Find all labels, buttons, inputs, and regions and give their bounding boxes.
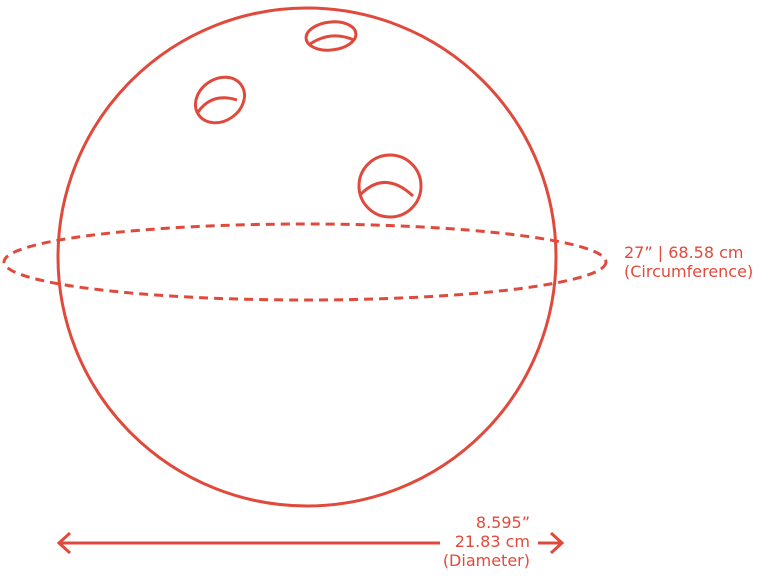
circumference-label: 27” | 68.58 cm (Circumference) <box>624 243 774 281</box>
circumference-caption: (Circumference) <box>624 262 754 281</box>
diameter-imperial: 8.595” <box>475 513 530 532</box>
thumb-hole <box>357 153 423 219</box>
finger-hole-top <box>304 20 358 52</box>
diameter-arrow <box>56 531 565 555</box>
circumference-ellipse <box>2 222 608 302</box>
diameter-metric: 21.83 cm <box>454 532 530 551</box>
circumference-value: 27” | 68.58 cm <box>624 243 744 262</box>
diameter-label: 8.595” 21.83 cm (Diameter) <box>430 513 530 570</box>
finger-hole-left <box>194 75 246 125</box>
diameter-caption: (Diameter) <box>442 551 530 570</box>
ball-outline <box>56 6 558 508</box>
